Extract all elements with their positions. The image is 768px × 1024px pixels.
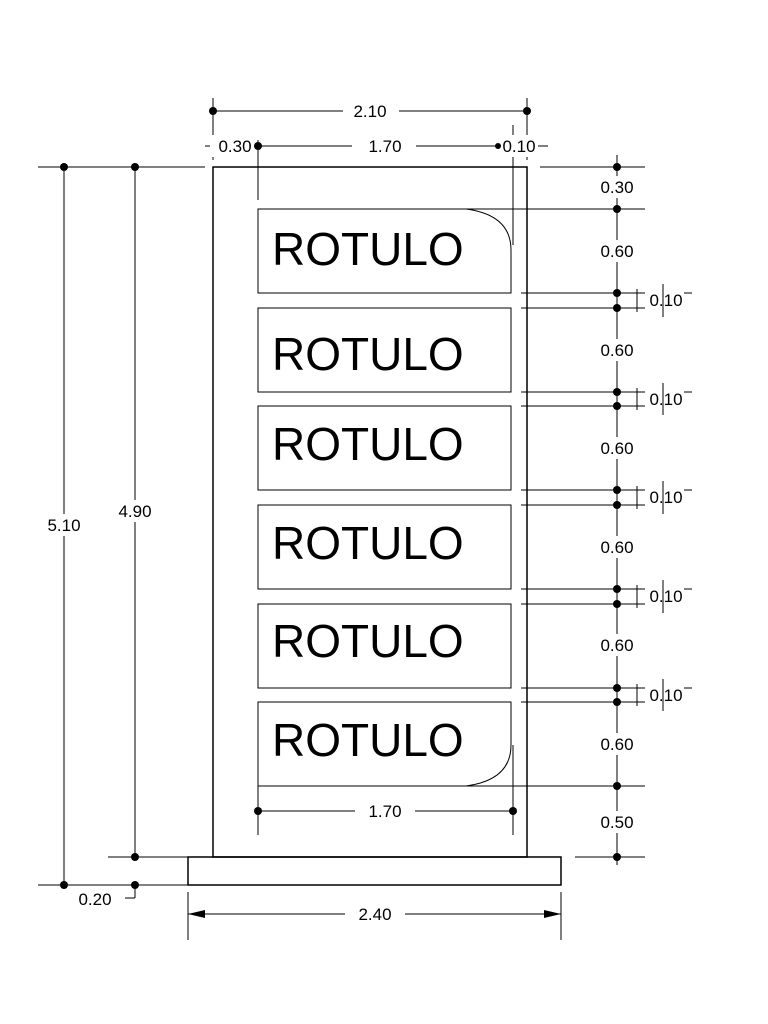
dim-label-inner-width: 1.70 bbox=[368, 137, 401, 156]
panel-label-4: ROTULO bbox=[272, 517, 464, 569]
gap-callout-4: 0.10 bbox=[636, 580, 692, 613]
sign-panel-2: ROTULO bbox=[257, 307, 512, 393]
gap-callout-3: 0.10 bbox=[636, 481, 692, 514]
gap-callout-1: 0.10 bbox=[636, 284, 692, 317]
dim-label-bottom-gap: 0.50 bbox=[600, 813, 633, 832]
dim-label-gap-3: 0.10 bbox=[649, 488, 682, 507]
dim-label-panel-5: 0.60 bbox=[600, 636, 633, 655]
dim-base-width: 2.40 bbox=[187, 892, 562, 940]
dim-label-left-offset: 0.30 bbox=[218, 137, 251, 156]
dim-label-base-height: 0.20 bbox=[78, 890, 111, 909]
dim-label-panel-3: 0.60 bbox=[600, 439, 633, 458]
sign-panel-4: ROTULO bbox=[257, 504, 512, 590]
dim-label-panel-6: 0.60 bbox=[600, 735, 633, 754]
panel-label-5: ROTULO bbox=[272, 615, 464, 667]
dim-inner-row: 0.30 1.70 0.10 bbox=[205, 125, 548, 245]
dim-label-top-gap: 0.30 bbox=[600, 178, 633, 197]
dim-label-total-height: 5.10 bbox=[47, 516, 80, 535]
sign-panel-6: ROTULO bbox=[257, 701, 512, 787]
dim-left: 5.10 4.90 0.20 bbox=[38, 163, 205, 909]
panel-label-6: ROTULO bbox=[272, 714, 464, 766]
dim-bottom-inner: 1.70 bbox=[254, 745, 517, 835]
sign-panel-5: ROTULO bbox=[257, 603, 512, 689]
dim-top-width: 2.10 bbox=[209, 98, 531, 160]
dim-label-right-offset: 0.10 bbox=[502, 137, 535, 156]
dim-label-gap-4: 0.10 bbox=[649, 587, 682, 606]
dim-label-bottom-inner-width: 1.70 bbox=[368, 802, 401, 821]
dim-label-gap-2: 0.10 bbox=[649, 390, 682, 409]
dim-gap-callouts: 0.10 0.10 0.10 0.10 0.10 bbox=[636, 284, 692, 711]
dim-label-gap-5: 0.10 bbox=[649, 686, 682, 705]
panel-label-2: ROTULO bbox=[272, 328, 464, 380]
sign-panel-1: ROTULO bbox=[257, 208, 512, 294]
gap-callout-2: 0.10 bbox=[636, 383, 692, 415]
sign-base bbox=[187, 856, 562, 886]
dim-label-panel-2: 0.60 bbox=[600, 341, 633, 360]
dim-label-body-height: 4.90 bbox=[118, 502, 151, 521]
gap-callout-5: 0.10 bbox=[636, 679, 692, 711]
dim-label-panel-4: 0.60 bbox=[600, 538, 633, 557]
dim-label-top-width: 2.10 bbox=[353, 102, 386, 121]
dim-label-gap-1: 0.10 bbox=[649, 291, 682, 310]
sign-panel-3: ROTULO bbox=[257, 405, 512, 491]
panel-label-3: ROTULO bbox=[272, 418, 464, 470]
dim-label-base-width: 2.40 bbox=[358, 905, 391, 924]
panel-label-1: ROTULO bbox=[272, 223, 464, 275]
dim-right-chain: 0.30 0.60 0.60 0.60 0.60 0.60 0.60 0.50 bbox=[466, 155, 645, 865]
dim-label-panel-1: 0.60 bbox=[600, 242, 633, 261]
